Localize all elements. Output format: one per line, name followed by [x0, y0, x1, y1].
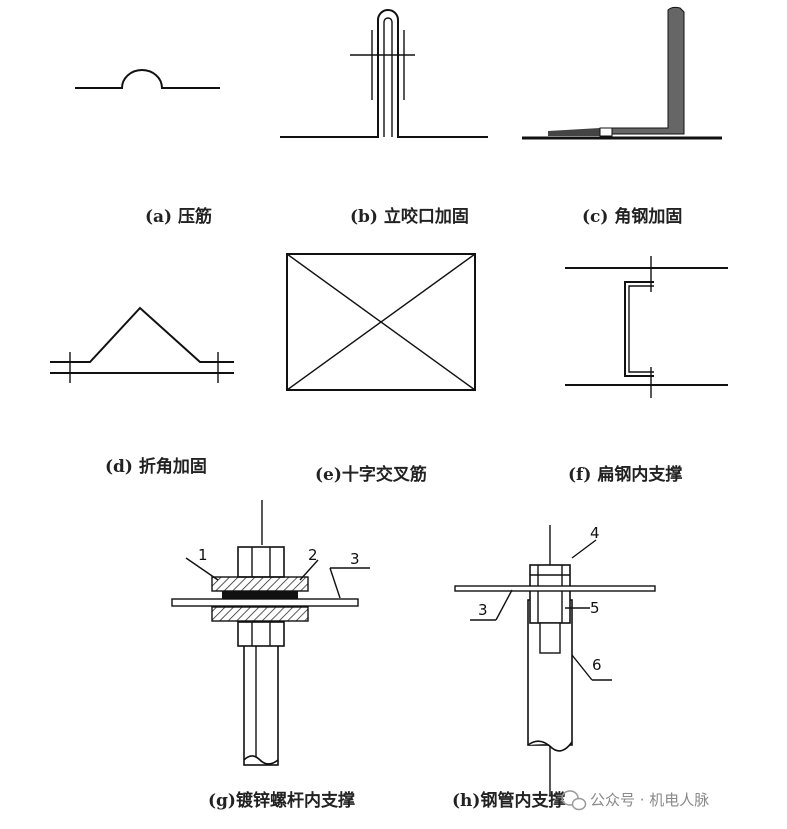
watermark-text: 公众号 · 机电人脉	[590, 791, 709, 809]
caption-b: (b) 立咬口加固	[350, 206, 469, 227]
label-h-4: 4	[590, 524, 600, 542]
label-g-1: 1	[198, 546, 208, 564]
caption-g: (g)镀锌螺杆内支撑	[208, 790, 355, 811]
caption-a: (a) 压筋	[145, 206, 212, 227]
figure-e-cross-ribs: (e)十字交叉筋	[286, 253, 476, 485]
figure-a-pressed-rib: (a) 压筋	[75, 69, 220, 227]
wechat-icon	[561, 790, 587, 811]
figure-h-steel-pipe-support: 4 5 6 3 (h)钢管内支撑	[452, 524, 656, 811]
watermark: 公众号 · 机电人脉	[561, 790, 709, 811]
caption-e: (e)十字交叉筋	[315, 464, 427, 485]
caption-d: (d) 折角加固	[105, 456, 207, 477]
figure-g-screw-rod-support: 1 2 3 (g)镀锌螺杆内支撑	[171, 500, 370, 811]
figure-c-angle-steel: (c) 角钢加固	[522, 6, 722, 227]
caption-c: (c) 角钢加固	[582, 206, 682, 227]
label-g-3: 3	[350, 550, 360, 568]
label-g-2: 2	[308, 546, 318, 564]
caption-h: (h)钢管内支撑	[452, 790, 565, 811]
label-h-3: 3	[478, 601, 488, 619]
figure-b-standing-seam: (b) 立咬口加固	[280, 9, 488, 227]
figure-f-flat-steel-support: (f) 扁钢内支撑	[565, 256, 728, 485]
caption-f: (f) 扁钢内支撑	[568, 464, 682, 485]
label-h-6: 6	[592, 656, 602, 674]
figure-d-folded-corner: (d) 折角加固	[50, 306, 234, 477]
label-h-5: 5	[590, 599, 600, 617]
